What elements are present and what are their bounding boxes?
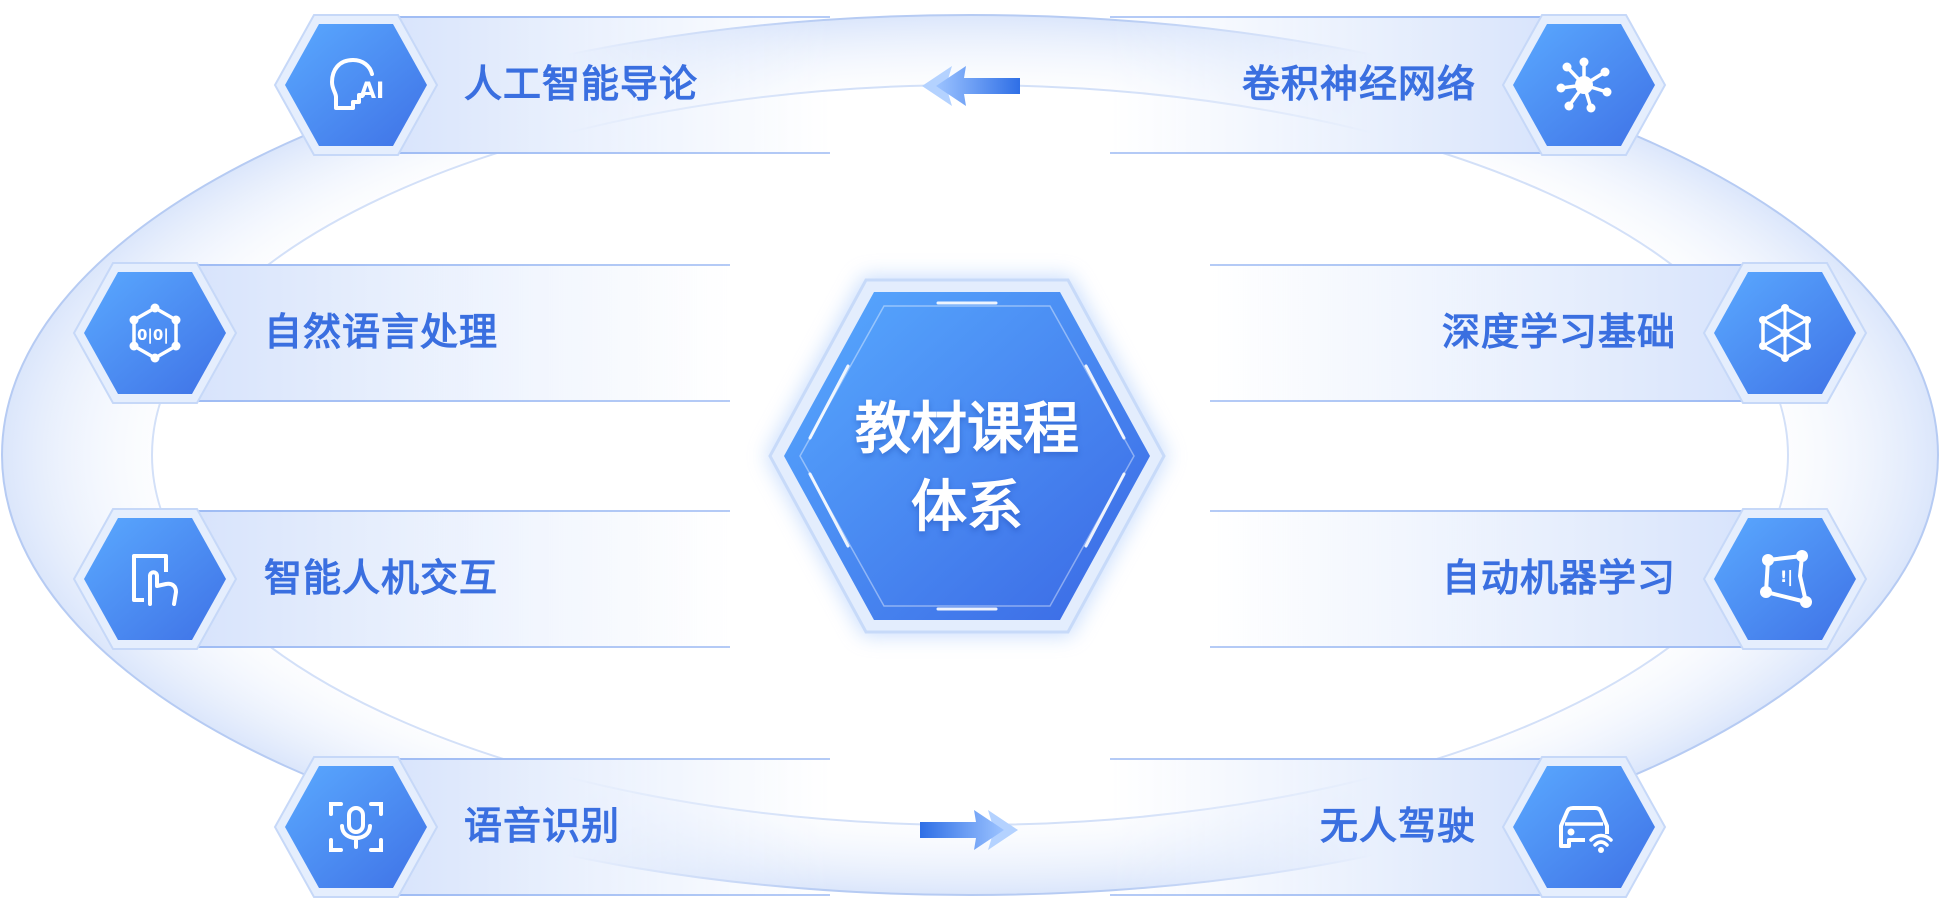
hex-ai-intro[interactable]: AI [274, 14, 438, 156]
svg-text:!|: !| [1780, 567, 1793, 587]
center-title-line1: 教材课程 [855, 397, 1079, 460]
svg-text:AI: AI [359, 79, 384, 104]
hex-hci[interactable] [73, 508, 237, 650]
hex-speech[interactable] [274, 756, 438, 898]
hex-nlp[interactable]: 0|0| [73, 262, 237, 404]
center-title-line2: 体系 [911, 475, 1023, 538]
microphone-icon [329, 802, 383, 852]
ai-head-icon: AI [330, 58, 384, 110]
course-label-autonomous-driving: 无人驾驶 [1319, 806, 1476, 848]
course-bar-deep-learning[interactable] [1210, 264, 1790, 402]
course-label-speech: 语音识别 [464, 806, 621, 848]
arrow-left-icon [922, 66, 1020, 106]
touch-screen-icon [132, 554, 178, 606]
course-bar-hci[interactable] [150, 510, 730, 648]
course-label-ai-intro: 人工智能导论 [464, 64, 699, 106]
cube-network-icon [1759, 304, 1811, 362]
course-label-nlp: 自然语言处理 [264, 312, 499, 354]
hex-autonomous-driving[interactable] [1502, 756, 1666, 898]
hex-automl[interactable]: !| [1703, 508, 1867, 650]
arrow-right-icon [920, 810, 1018, 850]
course-label-automl: 自动机器学习 [1441, 558, 1676, 600]
svg-text:0|0|: 0|0| [137, 326, 169, 345]
course-label-hci: 智能人机交互 [264, 558, 499, 600]
course-bar-automl[interactable] [1210, 510, 1790, 648]
center-hexagon[interactable]: 教材课程 体系 [762, 270, 1172, 642]
center-title: 教材课程 体系 [762, 390, 1172, 546]
car-wireless-icon [1559, 806, 1613, 853]
neural-network-icon [1556, 57, 1612, 113]
hex-cnn[interactable] [1502, 14, 1666, 156]
course-bar-nlp[interactable] [150, 264, 730, 402]
course-label-deep-learning: 深度学习基础 [1441, 312, 1676, 354]
hex-deep-learning[interactable] [1703, 262, 1867, 404]
node-graph-icon: !| [1760, 550, 1812, 608]
course-label-cnn: 卷积神经网络 [1241, 64, 1476, 106]
language-cube-icon: 0|0| [129, 303, 181, 363]
